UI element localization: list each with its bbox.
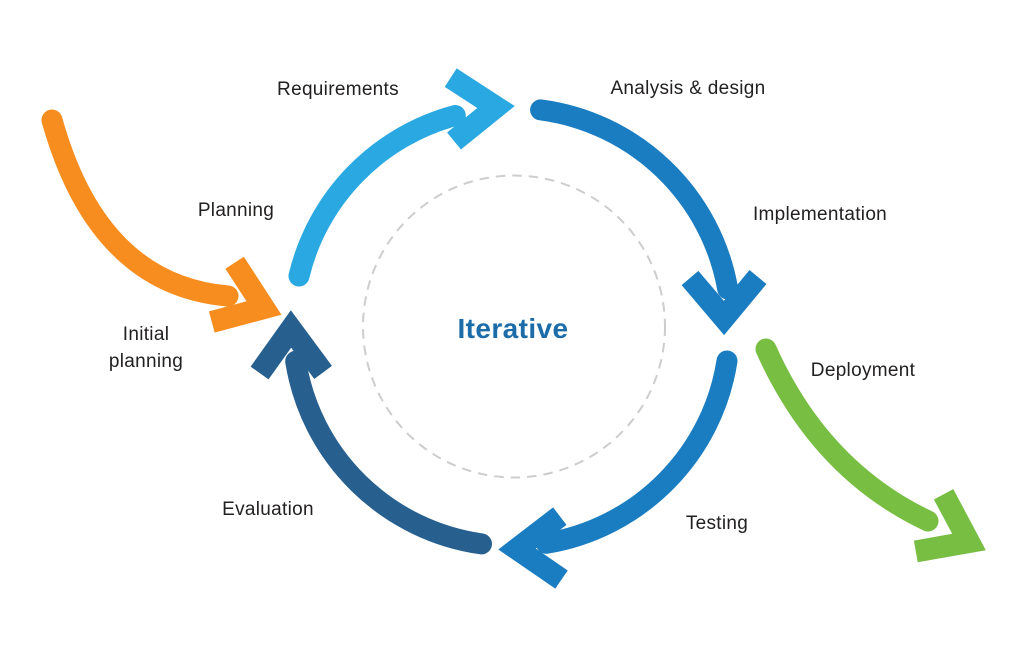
analysis-implementation-arc [530, 99, 739, 300]
diagram-title: Iterative [457, 313, 569, 344]
implementation-arrowhead [681, 269, 767, 336]
label-evaluation: Evaluation [222, 499, 314, 520]
deployment-arrowhead [913, 489, 986, 563]
requirements-arrowhead [444, 68, 515, 150]
deployment-arrow [755, 338, 939, 532]
planning-requirements-arc [288, 105, 466, 287]
label-deployment: Deployment [810, 360, 916, 381]
label-planning: Planning [197, 200, 275, 221]
label-initial-planning: Initial planning [109, 321, 183, 375]
label-requirements: Requirements [277, 79, 399, 100]
label-analysis-design: Analysis & design [610, 78, 766, 99]
label-implementation: Implementation [752, 204, 888, 225]
implementation-testing-arc [535, 350, 738, 554]
initial-planning-arrowhead [208, 256, 282, 333]
label-initial-planning-line1: Initial [122, 324, 170, 345]
initial-planning-arrow [41, 109, 239, 307]
label-initial-planning-line2: planning [108, 351, 184, 372]
dashed-center-circle [362, 174, 666, 479]
testing-arrowhead [498, 507, 568, 589]
evaluation-arc [285, 350, 492, 555]
evaluation-arrowhead [250, 310, 332, 380]
label-testing: Testing [685, 513, 749, 534]
